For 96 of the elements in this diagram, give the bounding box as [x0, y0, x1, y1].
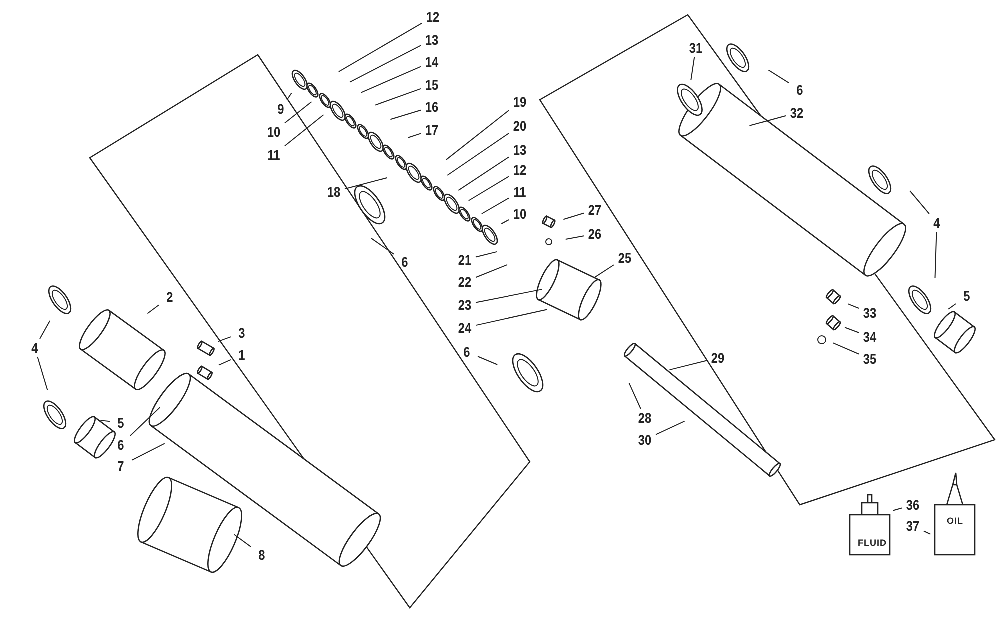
- callout-number: 28: [636, 409, 654, 427]
- callout-number: 5: [112, 414, 130, 432]
- leader-line: [218, 336, 232, 342]
- leader-line: [476, 264, 508, 278]
- callout-number: 31: [686, 39, 706, 57]
- leader-line: [768, 70, 790, 84]
- leader-line: [338, 22, 422, 72]
- leader-line: [350, 45, 422, 83]
- leader-line: [934, 232, 938, 278]
- callout-number: 17: [422, 121, 442, 139]
- bottle-label: OIL: [947, 516, 964, 526]
- callout-number: 19: [510, 93, 530, 111]
- callout-number: 11: [510, 183, 530, 201]
- leader-line: [132, 443, 166, 461]
- callout-number: 34: [860, 328, 880, 346]
- callout-number: 32: [788, 104, 806, 122]
- leader-line: [478, 356, 498, 366]
- callout-number: 6: [458, 343, 476, 361]
- callout-number: 5: [958, 287, 976, 305]
- callout-number: 15: [422, 76, 442, 94]
- leader-line: [360, 66, 422, 94]
- callout-number: 29: [708, 349, 728, 367]
- leader-line: [447, 133, 510, 176]
- leader-line: [284, 114, 324, 147]
- callout-number: 24: [456, 319, 474, 337]
- callout-number: 13: [422, 31, 442, 49]
- leader-line: [408, 133, 422, 138]
- leader-line: [656, 420, 686, 436]
- leader-line: [476, 289, 543, 304]
- callout-number: 10: [264, 123, 284, 141]
- callout-number: 3: [232, 324, 252, 342]
- callout-number: 35: [860, 350, 880, 368]
- leader-line: [476, 309, 548, 326]
- leader-line: [832, 342, 860, 355]
- callout-number: 21: [456, 251, 474, 269]
- leader-line: [234, 534, 252, 548]
- callout-number: 30: [636, 431, 654, 449]
- callout-number: 4: [26, 339, 44, 357]
- callout-number: 25: [616, 249, 634, 267]
- leader-line: [284, 101, 312, 124]
- callout-number: 12: [424, 8, 442, 26]
- callout-number: 23: [456, 296, 474, 314]
- callout-number: 26: [586, 225, 604, 243]
- callout-number: 18: [324, 183, 344, 201]
- callout-number: 20: [510, 117, 530, 135]
- callout-number: 27: [586, 201, 604, 219]
- callout-number: 9: [272, 100, 290, 118]
- callout-number: 6: [396, 253, 414, 271]
- leader-line: [910, 190, 930, 214]
- leader-line: [40, 320, 51, 340]
- leader-line: [501, 220, 510, 224]
- callout-number: 7: [112, 457, 130, 475]
- leader-line: [476, 251, 498, 258]
- callout-number: 13: [510, 141, 530, 159]
- leader-line: [690, 56, 696, 81]
- leader-line: [458, 156, 510, 192]
- callout-number: 8: [252, 546, 272, 564]
- leader-line: [286, 92, 292, 100]
- leader-line: [628, 382, 642, 410]
- leader-line: [892, 508, 902, 512]
- callout-number: 37: [904, 517, 922, 535]
- leader-line: [37, 356, 48, 391]
- callout-number: 2: [160, 288, 180, 306]
- leader-line: [848, 304, 860, 310]
- callout-number: 1: [232, 346, 252, 364]
- callout-number: 22: [456, 273, 474, 291]
- callout-number: 6: [112, 436, 130, 454]
- callout-number: 36: [904, 496, 922, 514]
- leader-line: [669, 360, 708, 371]
- leader-line: [147, 304, 160, 314]
- callout-number: 11: [264, 146, 284, 164]
- callout-number: 16: [422, 98, 442, 116]
- leader-line: [130, 407, 161, 436]
- leader-line: [844, 327, 860, 334]
- leader-line: [344, 178, 388, 190]
- leader-line: [749, 116, 786, 126]
- leader-line: [563, 212, 584, 220]
- leader-line: [100, 420, 110, 422]
- callout-number: 33: [860, 304, 880, 322]
- leader-line: [446, 110, 510, 161]
- leader-line: [468, 176, 510, 202]
- leader-line: [565, 236, 584, 240]
- leader-line: [375, 88, 422, 106]
- leader-line: [481, 198, 510, 214]
- leader-line: [924, 530, 932, 535]
- callout-number: 12: [510, 161, 530, 179]
- bottle-label: FLUID: [858, 538, 887, 548]
- callout-number: 14: [422, 53, 442, 71]
- leader-line: [948, 304, 956, 310]
- leader-line: [594, 264, 614, 278]
- leader-line: [218, 359, 232, 366]
- leader-line: [390, 110, 422, 120]
- callout-number: 4: [928, 214, 946, 232]
- callout-number: 6: [790, 81, 810, 99]
- leader-line: [371, 238, 394, 255]
- callout-number: 10: [510, 205, 530, 223]
